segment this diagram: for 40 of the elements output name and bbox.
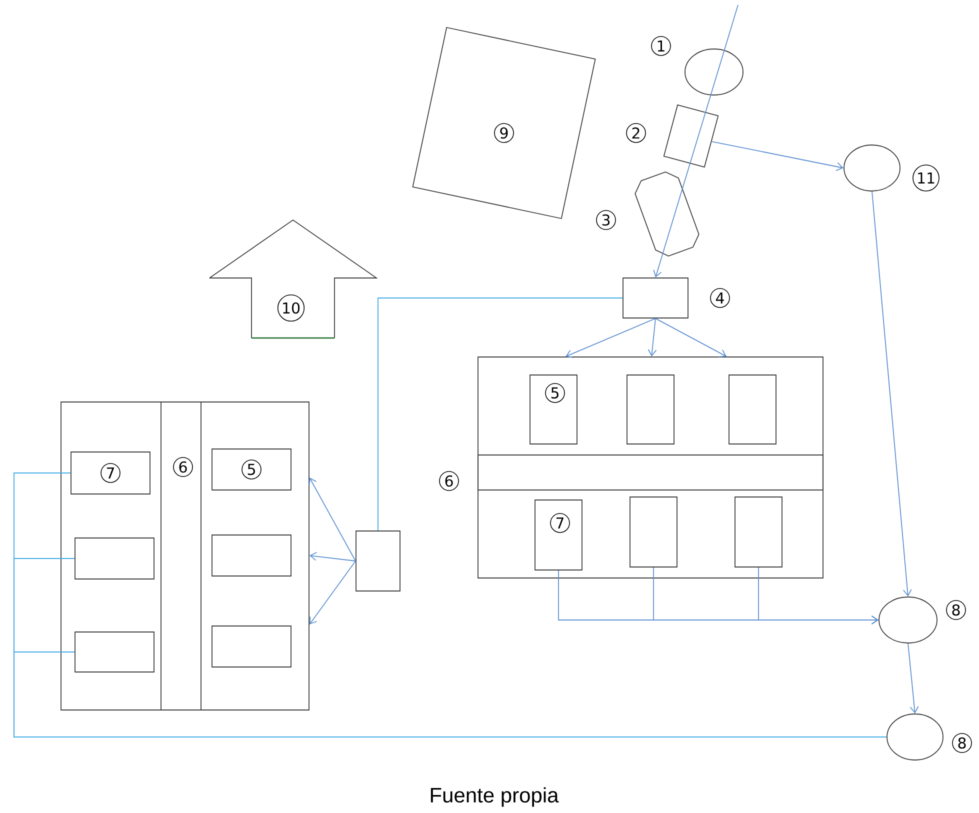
callout-number: 1 bbox=[651, 36, 671, 56]
callout-number: 7 bbox=[550, 513, 570, 533]
arrow bbox=[566, 318, 656, 358]
callout-number: 9 bbox=[494, 123, 514, 143]
callout-number: 11 bbox=[912, 164, 940, 192]
connector-line bbox=[14, 652, 887, 738]
process-box bbox=[734, 496, 782, 568]
callout-number: 3 bbox=[596, 210, 616, 230]
arrow bbox=[872, 191, 912, 597]
callout-number: 6 bbox=[173, 457, 193, 477]
callout-number: 8 bbox=[952, 733, 972, 753]
arrow bbox=[309, 560, 356, 625]
arrow bbox=[758, 567, 879, 624]
process-box bbox=[74, 632, 154, 672]
callout-number: 2 bbox=[626, 123, 646, 143]
process-box bbox=[626, 374, 674, 444]
callout-number: 5 bbox=[242, 460, 262, 480]
arrow bbox=[655, 318, 727, 358]
caption: Fuente propia bbox=[430, 787, 559, 807]
callout-number: 8 bbox=[946, 600, 966, 620]
arrow bbox=[309, 552, 356, 562]
process-box bbox=[630, 496, 678, 568]
arrow bbox=[653, 4, 738, 278]
process-box bbox=[356, 530, 400, 592]
callout-number: 7 bbox=[100, 463, 120, 483]
arrow bbox=[308, 478, 356, 562]
process-box bbox=[728, 374, 776, 444]
connector-line bbox=[378, 298, 623, 531]
process-box bbox=[60, 402, 310, 710]
process-box bbox=[478, 356, 824, 578]
process-box bbox=[212, 534, 292, 576]
arrow bbox=[711, 141, 844, 172]
arrow bbox=[648, 318, 657, 357]
callout-number: 10 bbox=[277, 294, 305, 322]
callout-number: 4 bbox=[710, 288, 730, 308]
arrow bbox=[908, 643, 919, 714]
process-box bbox=[74, 538, 154, 580]
callout-number: 5 bbox=[545, 383, 565, 403]
process-box bbox=[212, 626, 292, 668]
callout-number: 6 bbox=[439, 471, 459, 491]
